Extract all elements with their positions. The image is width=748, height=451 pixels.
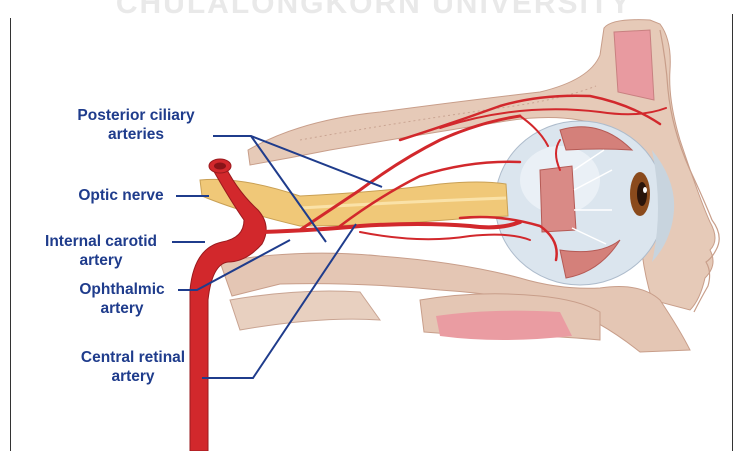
label-ophthalmic-artery: Ophthalmic artery: [68, 280, 176, 318]
label-ophthalmic-line1: Ophthalmic: [68, 280, 176, 299]
medial-rectus-muscle: [540, 166, 576, 232]
label-posterior-ciliary-line2: arteries: [60, 125, 212, 144]
label-internal-carotid-line2: artery: [30, 251, 172, 270]
label-central-retinal-line2: artery: [68, 367, 198, 386]
label-internal-carotid-artery: Internal carotid artery: [30, 232, 172, 270]
label-optic-nerve-text: Optic nerve: [68, 186, 174, 205]
label-ophthalmic-line2: artery: [68, 299, 176, 318]
label-central-retinal-line1: Central retinal: [68, 348, 198, 367]
maxillary-sinus: [436, 311, 572, 340]
label-optic-nerve: Optic nerve: [68, 186, 174, 205]
label-posterior-ciliary-arteries: Posterior ciliary arteries: [60, 106, 212, 144]
pupil: [637, 182, 647, 206]
label-central-retinal-artery: Central retinal artery: [68, 348, 198, 386]
label-posterior-ciliary-line1: Posterior ciliary: [60, 106, 212, 125]
lower-skull-base: [230, 291, 380, 330]
label-internal-carotid-line1: Internal carotid: [30, 232, 172, 251]
frontal-sinus: [614, 30, 654, 100]
